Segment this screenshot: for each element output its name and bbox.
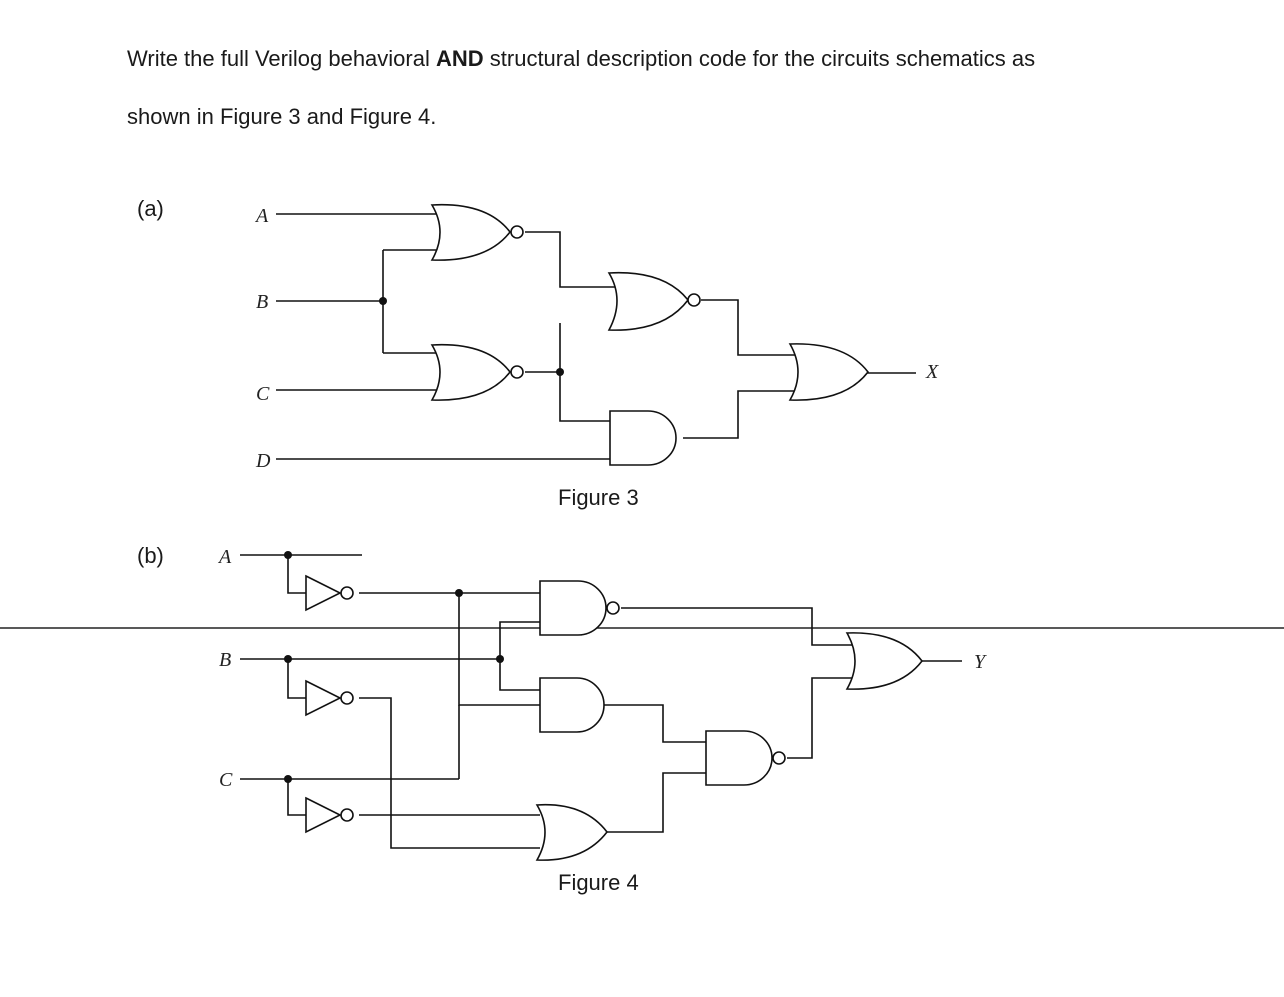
question-text: Write the full Verilog behavioral AND st… <box>127 30 1227 146</box>
figure-4-caption: Figure 4 <box>558 870 639 895</box>
junction-dot <box>284 551 292 559</box>
figure-3-wires <box>276 213 916 460</box>
or-gate-2 <box>535 803 609 861</box>
input-label-b: B <box>219 649 231 671</box>
input-label-c: C <box>219 769 233 791</box>
part-label-b: (b) <box>137 543 164 568</box>
junction-dot <box>455 589 463 597</box>
inverter-c <box>305 796 354 834</box>
nand-gate-2 <box>705 730 786 786</box>
or-gate-1 <box>788 343 870 401</box>
input-label-a: A <box>217 546 232 568</box>
nor-gate-3 <box>607 271 701 331</box>
nand-gate-1 <box>539 580 620 636</box>
output-label-x: X <box>925 361 939 383</box>
input-label-b: B <box>256 291 268 313</box>
figure-3-caption: Figure 3 <box>558 485 639 510</box>
junction-dot <box>284 655 292 663</box>
or-gate-3 <box>845 632 924 690</box>
nor-gate-2 <box>430 343 524 401</box>
junction-dot <box>496 655 504 663</box>
question-line-2: shown in Figure 3 and Figure 4. <box>127 104 437 129</box>
junction-dot <box>379 297 387 305</box>
input-label-a: A <box>254 205 269 227</box>
and-gate-2 <box>539 677 605 733</box>
input-label-c: C <box>256 383 270 405</box>
figure-3: (a) A B C D X <box>137 196 939 510</box>
figure-4-wires <box>240 554 962 849</box>
input-label-d: D <box>255 450 271 472</box>
inverter-a <box>305 574 354 612</box>
part-label-a: (a) <box>137 196 164 221</box>
junction-dot <box>284 775 292 783</box>
inverter-b <box>305 679 354 717</box>
nor-gate-1 <box>430 203 524 261</box>
output-label-y: Y <box>974 651 987 673</box>
question-emphasis: AND <box>435 46 484 71</box>
junction-dot <box>556 368 564 376</box>
question-line-1: Write the full Verilog behavioral AND st… <box>127 46 1036 71</box>
and-gate-1 <box>609 410 677 466</box>
figure-4: (b) A B C Y <box>0 543 1284 895</box>
